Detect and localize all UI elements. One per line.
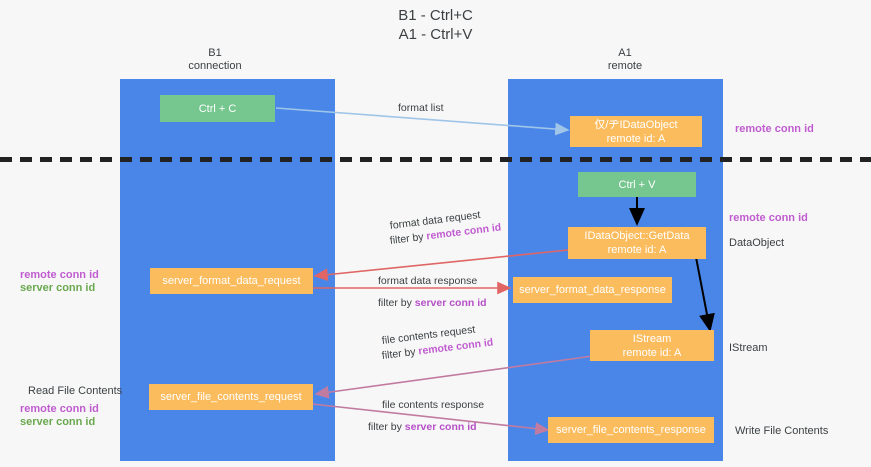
edge-label-format-data-response: format data response [378, 275, 478, 287]
caption-dataobject: DataObject [729, 237, 785, 249]
caption-left-server-conn-id: server conn id [20, 282, 96, 294]
filter-prefix: filter by [378, 297, 415, 309]
lane-header-b1: B1 connection [188, 47, 242, 72]
section-divider [0, 157, 871, 162]
filter-key-server-conn-id: server conn id [404, 421, 477, 433]
caption-write-file-contents: Write File Contents [735, 425, 829, 437]
page-title: B1 - Ctrl+C A1 - Ctrl+V [398, 7, 473, 43]
caption-remote-conn-id-mid: remote conn id [729, 212, 808, 224]
lane-header-a1: A1 remote [607, 47, 643, 72]
filter-prefix: filter by [381, 345, 420, 362]
node-server-file-contents-request[interactable]: server_file_contents_request [149, 384, 313, 410]
edge-label-group-format-data-request: format data request filter by remote con… [389, 209, 502, 249]
caption-left-remote-conn-id-2: remote conn id [20, 403, 99, 415]
edge-label-file-contents-response: file contents response [382, 399, 485, 411]
edge-label-group-file-contents-response: file contents response filter by server … [368, 398, 485, 435]
caption-left-remote-conn-id: remote conn id [20, 269, 99, 281]
edge-label-file-contents-response-filter: filter by server conn id [368, 420, 484, 435]
node-server-file-contents-response[interactable]: server_file_contents_response [548, 417, 714, 443]
node-ctrl-v[interactable]: Ctrl + V [578, 172, 696, 197]
node-idataobject-getdata[interactable]: IDataObject::GetData remote id: A [568, 227, 706, 259]
edge-label-format-list: format list [398, 102, 444, 114]
filter-key-server-conn-id: server conn id [414, 297, 487, 309]
filter-prefix: filter by [368, 421, 405, 433]
node-server-format-data-response[interactable]: server_format_data_response [513, 277, 672, 303]
caption-read-file-contents: Read File Contents [28, 385, 123, 397]
filter-prefix: filter by [389, 230, 428, 247]
node-istream[interactable]: IStream remote id: A [590, 330, 714, 361]
node-ctrl-c[interactable]: Ctrl + C [160, 95, 275, 122]
edge-label-format-data-response-filter: filter by server conn id [378, 296, 487, 311]
caption-remote-conn-id-top: remote conn id [735, 123, 814, 135]
node-idataobject[interactable]: 仅/ヂIDataObject remote id: A [570, 116, 702, 147]
caption-istream: IStream [729, 342, 768, 354]
caption-left-server-conn-id-2: server conn id [20, 416, 96, 428]
edge-label-group-file-contents-request: file contents request filter by remote c… [381, 324, 494, 364]
node-server-format-data-request[interactable]: server_format_data_request [150, 268, 313, 294]
edge-label-group-format-data-response: format data response filter by server co… [378, 274, 487, 311]
